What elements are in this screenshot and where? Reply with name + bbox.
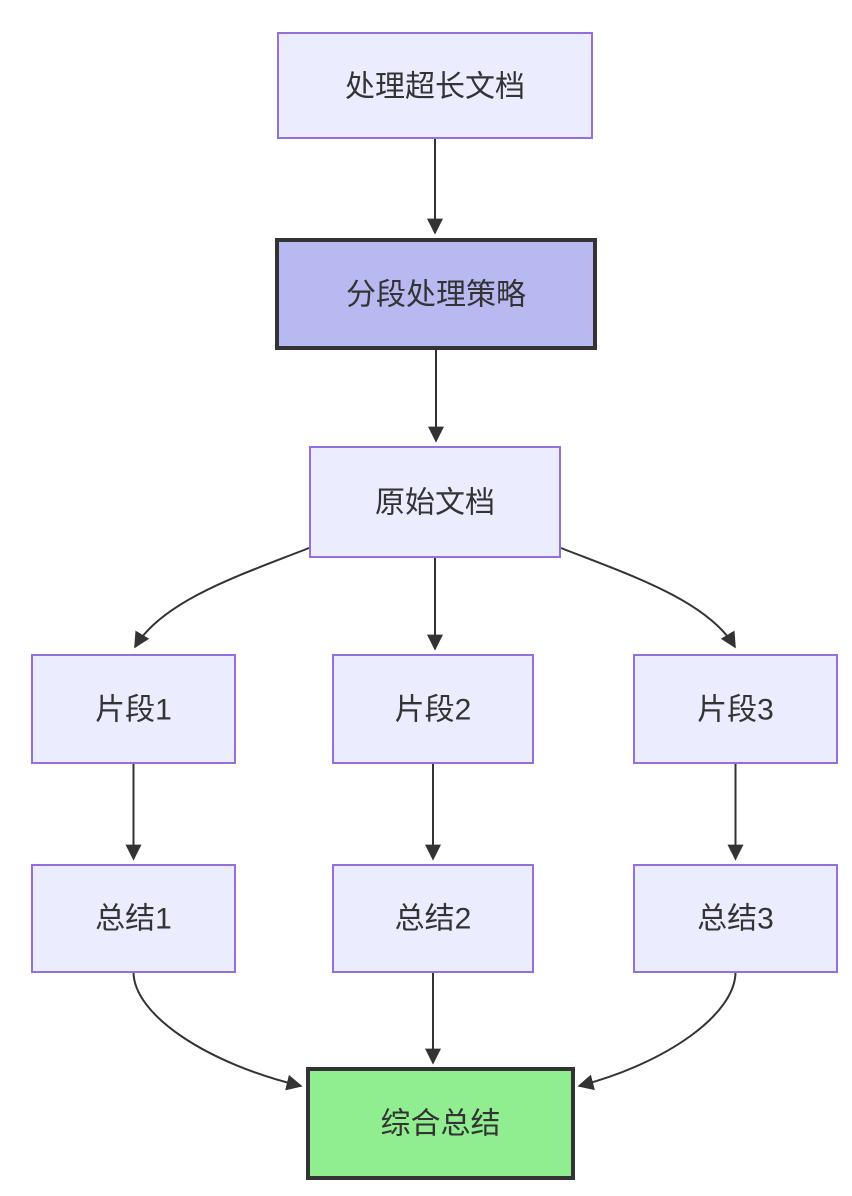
node-process-doc-label: 处理超长文档	[345, 71, 525, 104]
edge-original-doc-to-fragment3	[560, 547, 736, 649]
node-summary3-box	[633, 864, 838, 973]
node-fragment2-box	[332, 654, 534, 764]
node-summary2-box	[332, 864, 534, 973]
node-summary1-box	[31, 864, 236, 973]
node-strategy: 分段处理策略	[275, 238, 597, 350]
node-fragment3-label: 片段3	[697, 694, 774, 727]
edge-original-doc-to-fragment1	[134, 547, 310, 649]
edge-summary1-to-final-summary	[132, 971, 303, 1091]
node-final-summary-label: 综合总结	[381, 1108, 501, 1141]
edge-layer	[125, 138, 744, 1091]
node-strategy-box	[275, 238, 597, 350]
node-fragment1-label: 片段1	[95, 694, 172, 727]
node-fragment2-label: 片段2	[395, 694, 472, 727]
node-summary1: 总结1	[31, 864, 236, 973]
node-original-doc-box	[309, 446, 561, 558]
edge-summary3-to-final-summary	[577, 971, 737, 1091]
node-fragment3: 片段3	[633, 654, 838, 764]
node-summary3-label: 总结3	[697, 903, 774, 936]
node-process-doc: 处理超长文档	[277, 32, 593, 139]
node-summary2: 总结2	[332, 864, 534, 973]
node-original-doc-label: 原始文档	[375, 487, 495, 520]
node-final-summary-box	[306, 1067, 575, 1180]
node-fragment3-box	[633, 654, 838, 764]
node-summary3: 总结3	[633, 864, 838, 973]
node-final-summary: 综合总结	[306, 1067, 575, 1180]
node-layer: 处理超长文档 分段处理策略 原始文档 片段1 片段2 片段3 总结1	[31, 32, 838, 1180]
node-strategy-label: 分段处理策略	[346, 279, 526, 312]
node-process-doc-box	[277, 32, 593, 139]
node-summary2-label: 总结2	[395, 903, 472, 936]
node-fragment1-box	[31, 654, 236, 764]
node-fragment1: 片段1	[31, 654, 236, 764]
node-original-doc: 原始文档	[309, 446, 561, 558]
node-fragment2: 片段2	[332, 654, 534, 764]
node-summary1-label: 总结1	[95, 903, 172, 936]
